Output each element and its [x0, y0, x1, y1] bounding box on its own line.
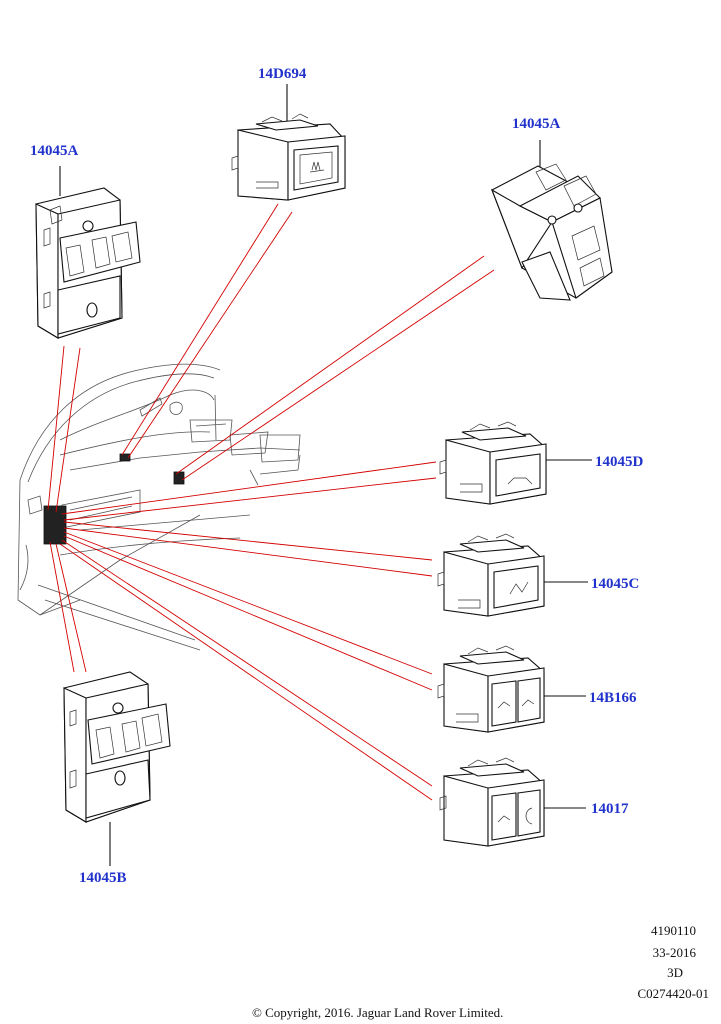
callout-14045a-right: 14045A	[512, 116, 561, 132]
reference-illustration-code: C0274420-01	[637, 986, 710, 1001]
copyright-notice: © Copyright, 2016. Jaguar Land Rover Lim…	[252, 1005, 504, 1020]
switch-pack-14045a-left	[35, 166, 141, 339]
reference-section: 33-2016	[652, 945, 696, 960]
switch-14017	[439, 757, 586, 847]
callout-14045c: 14045C	[591, 576, 640, 592]
switch-pack-14045b	[63, 671, 171, 866]
switch-location-rear-trim	[173, 471, 185, 485]
callout-14b166: 14B166	[589, 690, 637, 706]
callout-14045a-left: 14045A	[30, 143, 79, 159]
callout-14d694: 14D694	[258, 66, 307, 82]
callout-14045b: 14045B	[79, 870, 127, 886]
leader-lines	[47, 203, 495, 801]
switch-14b166	[437, 645, 586, 733]
switch-14045d	[439, 421, 592, 505]
reference-number: 4190110	[650, 923, 696, 938]
switch-14045c	[437, 533, 588, 617]
callout-14045d: 14045D	[595, 454, 644, 470]
switch-pack-14045a-right	[490, 140, 613, 301]
vehicle-cargo-area	[17, 363, 301, 651]
switch-14d694	[231, 84, 346, 201]
reference-view: 3D	[667, 965, 683, 980]
switch-location-side-trim	[43, 505, 67, 545]
switch-location-headlining	[119, 453, 131, 462]
callout-14017: 14017	[591, 801, 629, 817]
